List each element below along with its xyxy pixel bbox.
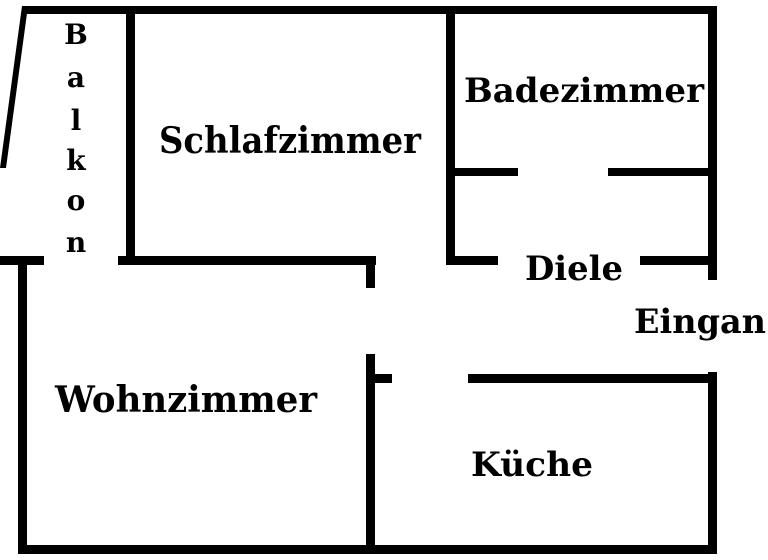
- wall-kitchen-top: [468, 374, 716, 383]
- label-balkon-a: a: [67, 61, 85, 94]
- wall-mid-hall-right: [640, 256, 716, 265]
- label-balkon-n: n: [66, 226, 86, 259]
- wall-top: [22, 6, 716, 14]
- label-badezimmer: Badezimmer: [464, 71, 705, 111]
- wall-right-upper: [708, 6, 717, 280]
- label-schlafzimmer: Schlafzimmer: [159, 120, 422, 162]
- label-balkon-o: o: [67, 184, 86, 217]
- label-balkon-b: B: [64, 18, 88, 51]
- wall-bathroom-bottom-right: [608, 168, 716, 176]
- label-balkon-l: l: [71, 104, 82, 137]
- wall-balcony-divider: [126, 6, 135, 264]
- wall-right-lower: [708, 372, 717, 552]
- label-balkon-k: k: [66, 144, 86, 177]
- label-wohnzimmer: Wohnzimmer: [54, 379, 318, 421]
- wall-left: [18, 256, 27, 552]
- walls: [0, 6, 717, 554]
- balcony-slanted-wall: [0, 6, 28, 168]
- label-eingang: Eingan: [634, 302, 766, 342]
- wall-bathroom-bottom-left: [446, 168, 518, 176]
- label-kueche: Küche: [471, 445, 593, 485]
- wall-mid-living: [118, 256, 376, 265]
- wall-bedroom-bathroom: [446, 6, 455, 264]
- wall-living-door-jamb: [366, 256, 375, 288]
- label-diele: Diele: [525, 249, 623, 289]
- wall-living-kitchen: [366, 354, 375, 554]
- wall-kitchen-top-stub: [366, 374, 392, 383]
- room-labels: B a l k o n Schlafzimmer Badezimmer Diel…: [54, 18, 766, 485]
- wall-mid-hall-left: [446, 256, 498, 265]
